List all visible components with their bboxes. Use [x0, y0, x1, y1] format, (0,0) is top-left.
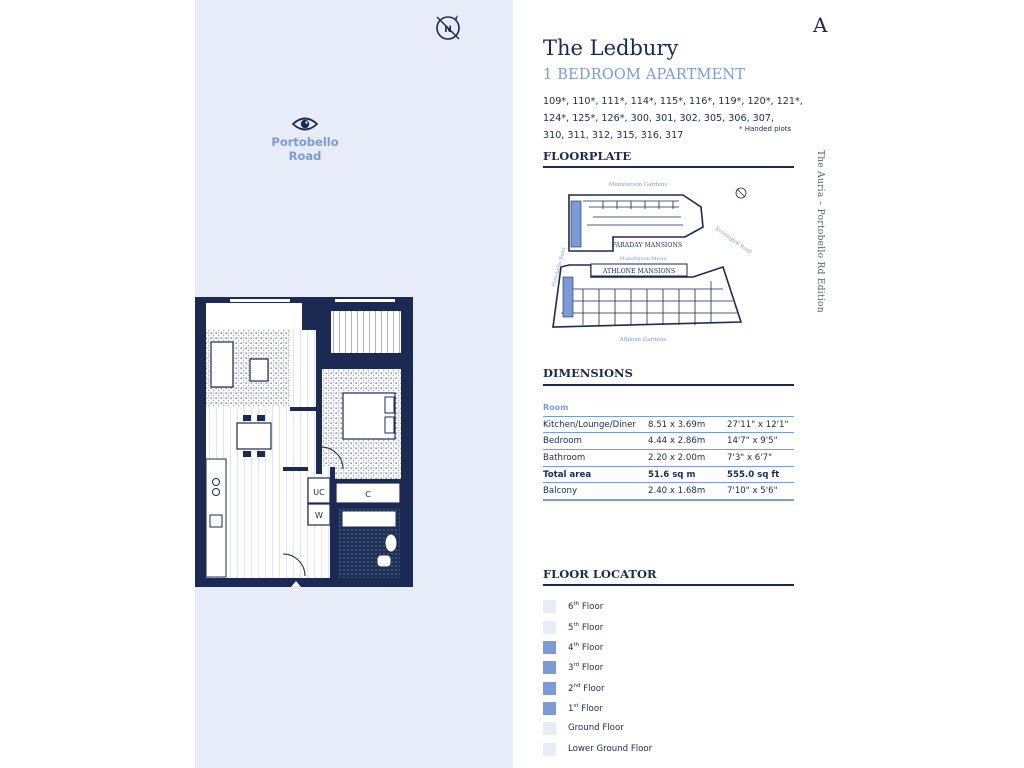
room-imperial: 27'11" x 12'1" [727, 416, 794, 434]
floorplate-map: Munsterson Gardens Athlone Gardens Munst… [551, 182, 753, 343]
dimensions-rule [543, 384, 794, 386]
floorplate-rule [543, 166, 794, 168]
room-metric: 8.51 x 3.69m [648, 416, 727, 434]
table-row: Bathroom 2.20 x 2.00m 7'3" x 6'7" [543, 449, 794, 467]
handed-plots-note: * Handed plots [739, 125, 792, 133]
room-name: Balcony [543, 482, 648, 502]
floor-locator-heading: FLOOR LOCATOR [543, 567, 657, 581]
compass-icon: N [436, 15, 460, 40]
floor-label: 1st Floor [568, 703, 603, 714]
street-middle: Munsterson Mews [620, 256, 667, 262]
apartment-type: 1 BEDROOM APARTMENT [543, 67, 746, 83]
floor-label: Ground Floor [568, 723, 624, 733]
floor-swatch [543, 600, 556, 613]
floor-item: 1st Floor [543, 702, 743, 716]
room-imperial: 7'3" x 6'7" [727, 449, 794, 467]
street-right: Kensington Road [714, 226, 753, 256]
floor-label: 2nd Floor [568, 683, 605, 694]
utility-cupboard-label: UC [313, 488, 325, 497]
floor-swatch [543, 743, 556, 756]
wardrobe-label: W [315, 511, 323, 520]
floor-label: 4th Floor [568, 642, 604, 653]
floorplate-compass-icon [735, 187, 747, 199]
floor-item: Ground Floor [543, 722, 743, 736]
floor-item: Lower Ground Floor [543, 743, 743, 757]
room-metric: 2.20 x 2.00m [648, 449, 727, 467]
floor-label: Lower Ground Floor [568, 744, 653, 754]
street-bottom: Athlone Gardens [619, 337, 667, 343]
room-metric: 4.44 x 2.86m [648, 432, 727, 451]
view-indicator: Portobello Road [255, 116, 355, 163]
details-page: A The Ledbury 1 BEDROOM APARTMENT 109*, … [513, 0, 833, 768]
room-column-header: Room [543, 400, 648, 417]
floor-swatch [543, 722, 556, 735]
floor-label: 6th Floor [568, 601, 604, 612]
block-athlone-label: ATHLONE MANSIONS [602, 268, 675, 275]
street-top: Munsterson Gardens [609, 182, 668, 188]
eye-icon [292, 117, 318, 131]
dimensions-table: Room Kitchen/Lounge/Diner 8.51 x 3.69m 2… [543, 400, 794, 502]
room-name: Total area [543, 466, 648, 484]
floor-item: 2nd Floor [543, 682, 743, 696]
edition-side-text: The Auria – Portobello Rd Edition [815, 150, 825, 313]
dimensions-heading: DIMENSIONS [543, 366, 633, 380]
plot-line: 310, 311, 312, 315, 316, 317 [543, 130, 684, 141]
floor-swatch [543, 682, 556, 695]
table-row: Kitchen/Lounge/Diner 8.51 x 3.69m 27'11"… [543, 416, 794, 434]
floor-label: 3rd Floor [568, 662, 604, 673]
floor-swatch [543, 702, 556, 715]
table-header-row: Room [543, 400, 794, 417]
floor-label: 5th Floor [568, 622, 604, 633]
block-faraday-label: FARADAY MANSIONS [612, 242, 682, 249]
room-name: Bathroom [543, 449, 648, 467]
table-row: Balcony 2.40 x 1.68m 7'10" x 5'6" [543, 482, 794, 502]
brand-letter: A [813, 13, 828, 37]
apartment-floor-plan: UC W C [195, 297, 413, 587]
plot-numbers: 109*, 110*, 111*, 114*, 115*, 116*, 119*… [543, 93, 803, 144]
room-name: Bedroom [543, 432, 648, 451]
floor-item: 6th Floor [543, 600, 743, 614]
floor-item: 3rd Floor [543, 661, 743, 675]
room-imperial: 7'10" x 5'6" [727, 482, 794, 502]
room-metric: 2.40 x 1.68m [648, 482, 727, 502]
room-imperial: 14'7" x 9'5" [727, 432, 794, 451]
plot-line: 124*, 125*, 126*, 300, 301, 302, 305, 30… [543, 113, 775, 124]
room-metric: 51.6 sq m [648, 466, 727, 484]
apartment-name: The Ledbury [543, 36, 679, 60]
floor-swatch [543, 621, 556, 634]
floor-locator-rule [543, 584, 794, 586]
floor-item: 4th Floor [543, 641, 743, 655]
table-row: Bedroom 4.44 x 2.86m 14'7" x 9'5" [543, 432, 794, 451]
floor-item: 5th Floor [543, 621, 743, 635]
floorplate-heading: FLOORPLATE [543, 149, 632, 163]
floor-plan-page: N Portobello Road [195, 0, 513, 768]
view-road-label: Portobello Road [271, 135, 339, 163]
total-area-row: Total area 51.6 sq m 555.0 sq ft [543, 466, 794, 484]
room-imperial: 555.0 sq ft [727, 466, 794, 484]
plot-line: 109*, 110*, 111*, 114*, 115*, 116*, 119*… [543, 96, 803, 107]
compass-north-label: N [444, 25, 452, 35]
floor-swatch [543, 641, 556, 654]
cupboard-label: C [365, 490, 371, 499]
room-name: Kitchen/Lounge/Diner [543, 416, 648, 434]
floor-swatch [543, 661, 556, 674]
